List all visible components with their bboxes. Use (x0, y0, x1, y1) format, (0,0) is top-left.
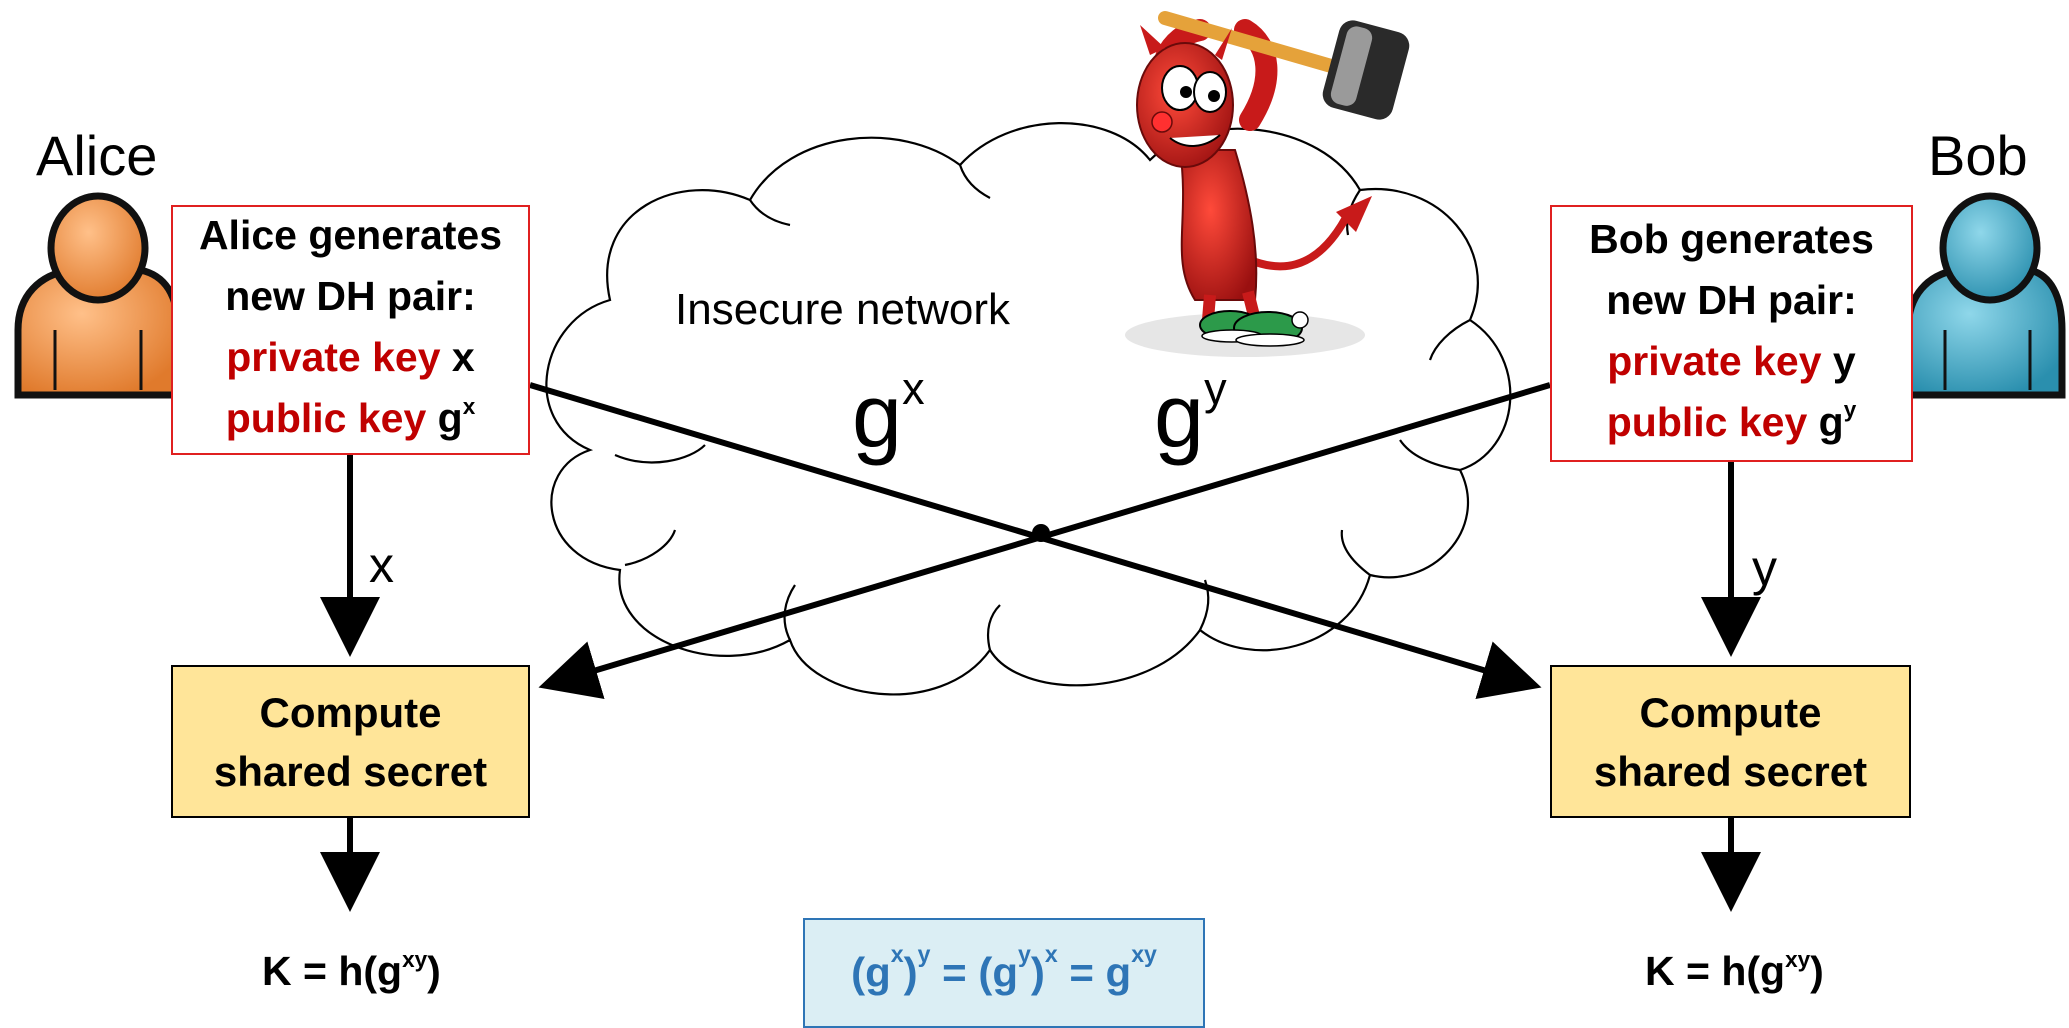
bob-private-arrow-label: y (1752, 540, 1777, 596)
bob-public-exp: y (1843, 397, 1857, 423)
gy-base: g (1154, 367, 1205, 467)
network-label: Insecure network (675, 285, 1011, 334)
bob-compute-box: Compute shared secret (1550, 665, 1911, 818)
eq-rhs-base: g (1105, 949, 1132, 996)
alice-compute-box: Compute shared secret (171, 665, 530, 818)
bob-keypair-box: Bob generates new DH pair: private key y… (1550, 205, 1913, 462)
eq-p1-exp: x (890, 941, 904, 968)
eq-p2-outer: x (1044, 941, 1058, 968)
alice-private-key: private key x (226, 327, 474, 388)
bob-public-base: g (1818, 398, 1844, 445)
bob-person-icon (1904, 192, 2066, 399)
gx-exp: x (902, 363, 925, 415)
gx-base: g (852, 367, 903, 467)
bob-shared-key: K = h(gxy) (1645, 948, 1824, 994)
bob-box-line1: Bob generates (1589, 215, 1874, 262)
bob-public-key: public key gy (1607, 392, 1857, 459)
alice-name: Alice (36, 124, 158, 187)
alice-public-key: public key gx (226, 388, 476, 455)
alice-compute-line1: Compute (259, 688, 442, 736)
alice-result-prefix: K = h(g (262, 948, 403, 994)
alice-private-label: private key (226, 334, 441, 380)
gy-exp: y (1204, 363, 1227, 415)
alice-person-icon (14, 192, 182, 399)
alice-shared-key: K = h(gxy) (262, 948, 441, 994)
eq-equals-1: = (930, 949, 979, 996)
alice-box-line1: Alice generates (198, 212, 503, 258)
alice-to-bob-arrow (529, 382, 1542, 699)
eq-p1-close: ) (903, 949, 918, 996)
attacker-devil-icon (1125, 11, 1410, 357)
bob-compute-line1: Compute (1639, 688, 1822, 736)
bob-result-exp: xy (1785, 946, 1811, 972)
alice-public-message: gx (852, 366, 925, 462)
alice-public-base: g (437, 395, 463, 441)
bob-to-alice-arrow (538, 382, 1551, 699)
eq-p2-open: (g (978, 949, 1018, 996)
alice-public-label: public key (225, 395, 427, 441)
eq-p2-close: ) (1030, 949, 1045, 996)
arrow-intersection-dot (1032, 524, 1050, 542)
alice-compute-line2: shared secret (213, 747, 488, 795)
alice-private-var: x (451, 334, 475, 380)
eq-p1-outer: y (917, 941, 931, 968)
eq-p1-open: (g (851, 949, 891, 996)
bob-private-label: private key (1607, 337, 1822, 384)
arrows (320, 382, 1761, 912)
alice-box-line2: new DH pair: (225, 273, 476, 319)
eq-rhs-exp: xy (1131, 941, 1157, 968)
bob-result-prefix: K = h(g (1645, 948, 1786, 994)
alice-keypair-box: Alice generates new DH pair: private key… (171, 205, 530, 455)
alice-result-suffix: ) (427, 948, 441, 994)
alice-private-arrow-label: x (369, 537, 394, 593)
bob-box-line2: new DH pair: (1606, 276, 1857, 323)
alice-public-exp: x (462, 393, 476, 419)
alice-result-exp: xy (402, 946, 428, 972)
bob-public-label: public key (1606, 398, 1808, 445)
bob-compute-line2: shared secret (1593, 747, 1868, 795)
bob-private-var: y (1832, 337, 1856, 384)
bob-public-message: gy (1154, 366, 1227, 462)
bob-result-suffix: ) (1810, 948, 1824, 994)
bob-private-key: private key y (1607, 331, 1855, 392)
bob-name: Bob (1928, 124, 2028, 187)
eq-p2-exp: y (1017, 941, 1031, 968)
eq-equals-2: = (1057, 949, 1106, 996)
